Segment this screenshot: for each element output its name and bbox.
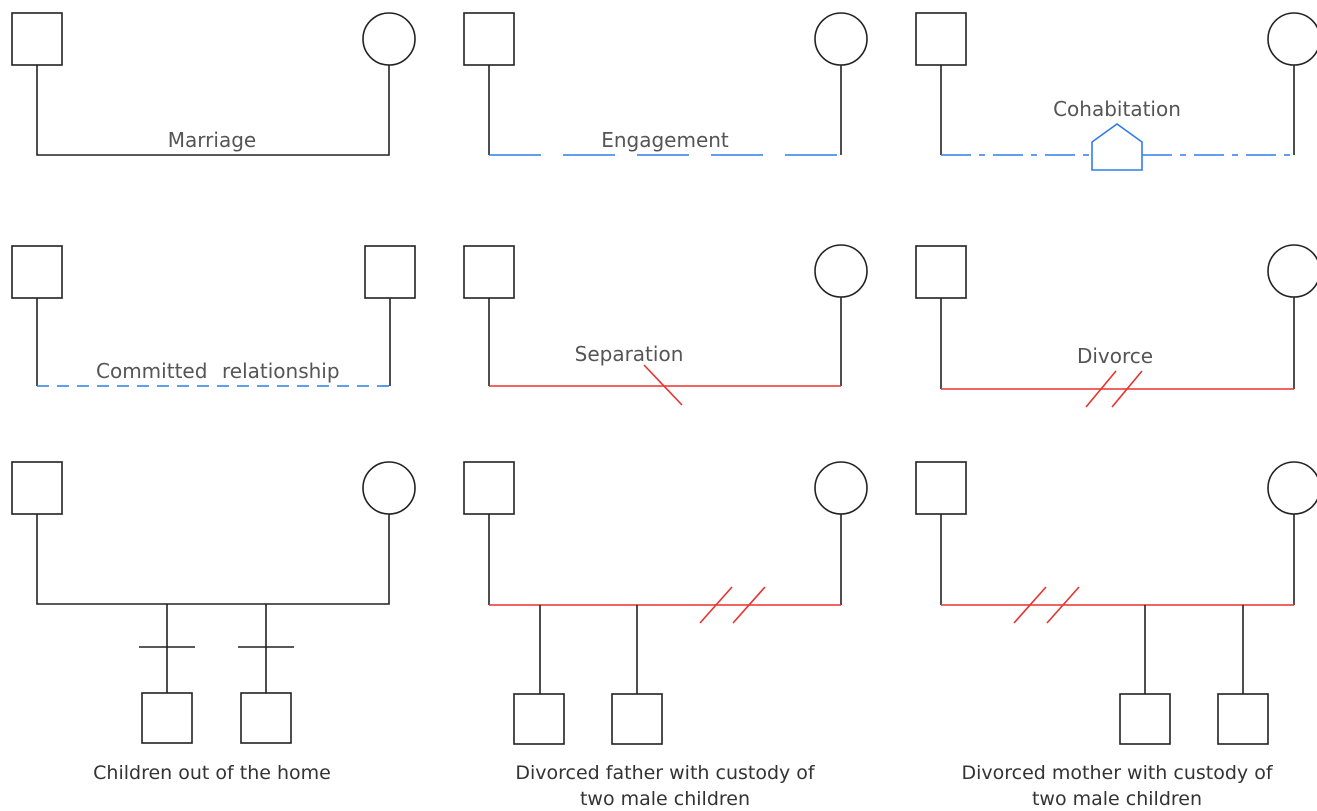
male-square [915, 245, 967, 299]
separation-symbol: Separation [463, 244, 868, 406]
children-out-caption: Children out of the home [93, 762, 331, 784]
child-square-2 [611, 693, 663, 745]
child-square-1 [513, 693, 565, 745]
female-circle [1267, 461, 1317, 515]
engagement-symbol: Engagement [463, 12, 868, 156]
marriage-line [36, 65, 390, 156]
divorce-slash-1 [1085, 370, 1117, 408]
committed-label-part1: Committed [96, 359, 207, 383]
mother-caption-line2: two male children [1032, 788, 1202, 810]
divorce-slash-1 [1013, 586, 1047, 624]
father-caption-line1: Divorced father with custody of [515, 762, 816, 784]
divorce-slash-2 [1046, 586, 1080, 624]
divorce-label: Divorce [1077, 344, 1153, 368]
female-circle [814, 12, 868, 66]
committed-label-part2: relationship [222, 359, 340, 383]
marriage-label: Marriage [168, 128, 256, 152]
child-square-1 [141, 692, 193, 744]
child-square-2 [240, 692, 292, 744]
divorce-slash-1 [699, 586, 733, 624]
female-circle [814, 244, 868, 298]
marriage-line [36, 514, 390, 605]
male-square [11, 461, 63, 515]
divorce-slash-2 [1111, 370, 1143, 408]
father-custody-symbol: Divorced father with custody of two male… [463, 461, 868, 810]
separation-slash [643, 364, 683, 406]
male-square [463, 245, 515, 299]
male-square-right [364, 245, 416, 299]
mother-custody-symbol: Divorced mother with custody of two male… [915, 461, 1317, 810]
female-circle [1267, 12, 1317, 66]
cohabitation-label: Cohabitation [1053, 97, 1181, 121]
male-square [463, 12, 515, 66]
male-square [463, 461, 515, 515]
male-square-left [11, 245, 63, 299]
female-circle [814, 461, 868, 515]
committed-relationship-symbol: Committed relationship [11, 245, 416, 387]
male-square [11, 12, 63, 66]
divorce-symbol: Divorce [915, 244, 1317, 408]
marriage-symbol: Marriage [11, 12, 416, 156]
female-circle [1267, 244, 1317, 298]
male-square [915, 12, 967, 66]
house-icon [1091, 123, 1143, 171]
engagement-label: Engagement [601, 128, 729, 152]
separation-label: Separation [575, 342, 684, 366]
divorce-slash-2 [732, 586, 766, 624]
children-out-of-home-symbol: Children out of the home [11, 461, 416, 784]
female-circle [362, 461, 416, 515]
male-square [915, 461, 967, 515]
father-caption-line2: two male children [580, 788, 750, 810]
child-square-1 [1119, 693, 1171, 745]
child-square-2 [1217, 693, 1269, 745]
mother-caption-line1: Divorced mother with custody of [961, 762, 1273, 784]
cohabitation-symbol: Cohabitation [915, 12, 1317, 171]
female-circle [362, 12, 416, 66]
